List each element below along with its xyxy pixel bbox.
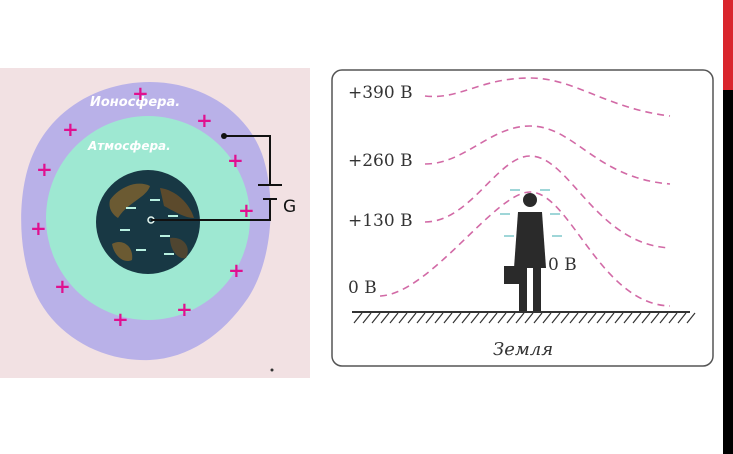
plus-mark: + (238, 198, 255, 222)
hatch-mark (470, 312, 480, 324)
hatch-mark (362, 312, 372, 324)
hatch-mark (353, 312, 363, 324)
earth-continent (170, 237, 188, 259)
hatch-mark (587, 312, 597, 324)
hatch-mark (407, 312, 417, 324)
hatch-mark (461, 312, 471, 324)
hatch-mark (497, 312, 507, 324)
hatch-mark (506, 312, 516, 324)
hatch-mark (479, 312, 489, 324)
level-label-260: +260 В (348, 151, 413, 171)
hatch-mark (443, 312, 453, 324)
hatch-mark (524, 312, 534, 324)
briefcase (504, 266, 520, 284)
plus-mark: + (176, 297, 193, 321)
equipotential-svg: +390 В +260 В +130 В 0 В 0 В Земля (331, 69, 714, 367)
hatch-mark (371, 312, 381, 324)
wire-top (224, 135, 271, 184)
hatch-mark (659, 312, 669, 324)
hatch-mark (389, 312, 399, 324)
hatch-mark (560, 312, 570, 324)
hatch-mark (380, 312, 390, 324)
plus-mark: + (227, 148, 244, 172)
level-label-0: 0 В (348, 278, 377, 298)
hatch-mark (605, 312, 615, 324)
person-leg (519, 266, 527, 312)
hatch-mark (650, 312, 660, 324)
accent-bar-red (723, 0, 733, 90)
accent-bar-black (723, 90, 733, 454)
hatch-mark (596, 312, 606, 324)
hatch-mark (686, 312, 696, 324)
hatch-mark (668, 312, 678, 324)
plus-mark: + (62, 117, 79, 141)
equipotential-line-260 (424, 125, 671, 185)
earth-continent (109, 183, 150, 218)
hatch-mark (542, 312, 552, 324)
hatch-mark (632, 312, 642, 324)
plus-mark: + (36, 157, 53, 181)
person-head (523, 193, 537, 207)
circuit-wires (151, 135, 282, 221)
atmosphere-label: Атмосфера. (87, 139, 171, 153)
hatch-mark (488, 312, 498, 324)
hatch-mark (677, 312, 687, 324)
stray-dot (270, 368, 274, 372)
equipotential-line-130 (424, 155, 671, 249)
plus-mark: + (30, 216, 47, 240)
hatch-mark (416, 312, 426, 324)
meter-label: G (283, 197, 296, 217)
wire-terminal (221, 133, 227, 139)
earth-continent (160, 188, 194, 218)
plus-mark: + (196, 108, 213, 132)
earth-continent (112, 241, 133, 262)
ionosphere-label: Ионосфера. (90, 95, 180, 110)
plus-mark: + (54, 274, 71, 298)
ground-label: Земля (493, 339, 553, 360)
earth-negative-charges (120, 199, 178, 255)
hatch-mark (551, 312, 561, 324)
person-leg (533, 266, 541, 312)
plus-mark: + (112, 307, 129, 331)
person-body (514, 212, 546, 268)
hatch-mark (515, 312, 525, 324)
hatch-mark (434, 312, 444, 324)
hatch-mark (533, 312, 543, 324)
ionosphere-positive-charges: + + + + + + + + + + + (30, 81, 255, 331)
equipotential-line-0 (379, 191, 671, 307)
level-label-390: +390 В (348, 83, 413, 103)
hatch-mark (623, 312, 633, 324)
hatch-mark (578, 312, 588, 324)
equipotential-lines (379, 77, 671, 307)
hatch-mark (425, 312, 435, 324)
hatch-mark (569, 312, 579, 324)
hatch-mark (452, 312, 462, 324)
hatch-mark (641, 312, 651, 324)
earth-ionosphere-svg: G Ионосфера. Атмосфера. + + + + + + + + … (0, 68, 310, 378)
hatch-mark (614, 312, 624, 324)
person-figure (504, 193, 546, 312)
hatch-mark (398, 312, 408, 324)
wire-bottom (151, 200, 271, 221)
person-potential-label: 0 В (548, 255, 577, 275)
person-negative-charges (500, 189, 562, 237)
earth-ionosphere-diagram: G Ионосфера. Атмосфера. + + + + + + + + … (0, 68, 310, 378)
equipotential-line-390 (424, 77, 671, 117)
level-label-130: +130 В (348, 211, 413, 231)
plus-mark: + (228, 258, 245, 282)
plus-mark: + (132, 81, 149, 105)
equipotential-diagram: +390 В +260 В +130 В 0 В 0 В Земля (330, 68, 715, 368)
ground-hatching (353, 312, 696, 324)
